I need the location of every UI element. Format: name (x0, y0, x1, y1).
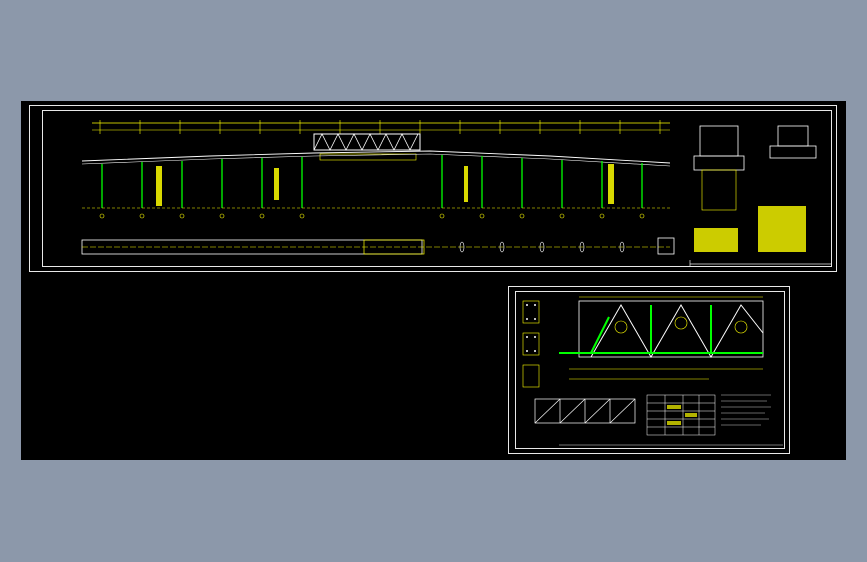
drawing-sheet-truss-detail[interactable] (508, 286, 790, 454)
elevation-drawing (81, 120, 832, 267)
drawing-viewport[interactable] (21, 101, 846, 460)
sheet-inner-frame (515, 291, 785, 449)
truss-detail-drawing (522, 296, 783, 446)
sheet-inner-frame (42, 110, 832, 267)
drawing-sheet-elevation[interactable] (29, 105, 837, 272)
